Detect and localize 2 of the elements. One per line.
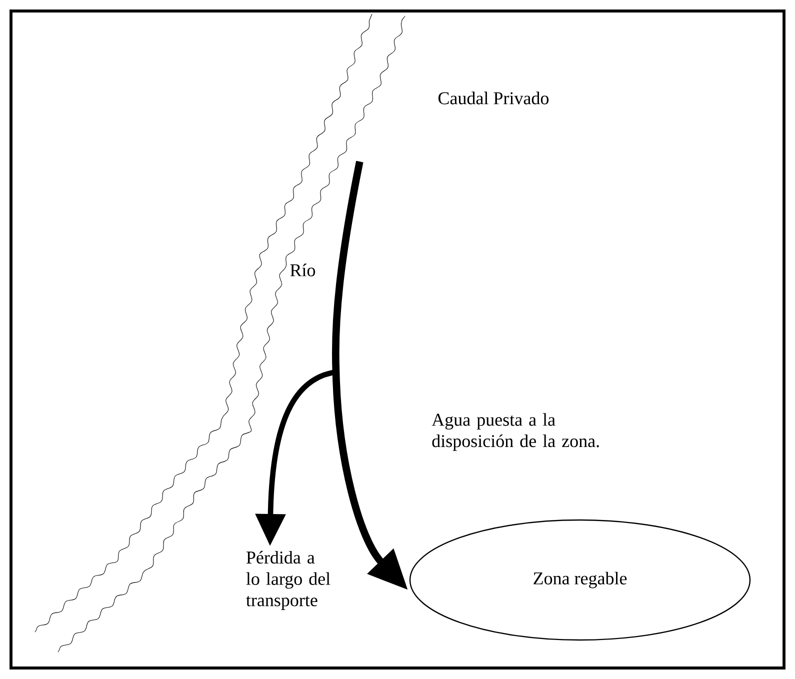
flow-label: Caudal Privado [438,92,549,104]
edge-label: Agua puesta a la disposición de la zona. [432,413,599,451]
